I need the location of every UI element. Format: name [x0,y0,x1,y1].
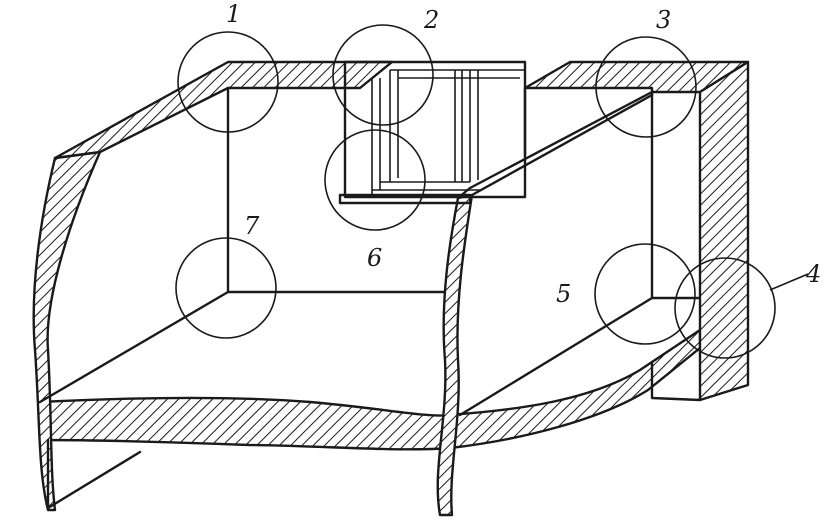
callout-label-2: 2 [423,6,439,34]
callout-label-4: 4 [805,260,821,288]
callout-circle-3 [595,36,697,138]
left-room-floor-corner [38,290,230,404]
window [338,60,527,205]
left-wall-top [53,60,394,160]
callout-label-1: 1 [226,0,241,28]
floor-slab [38,328,702,451]
callout-circle-1 [177,31,279,133]
right-room-floor-corner [458,296,654,417]
callout-circle-7 [175,237,277,339]
partition-wall [436,193,474,517]
right-room-back-wall [650,90,702,300]
right-wall-base [650,360,702,402]
callout-circle-6 [324,129,426,231]
callout-label-6: 6 [367,244,382,272]
right-outer-wall [698,60,750,402]
callout-label-5: 5 [556,280,571,308]
callout-leader-4 [769,273,809,291]
left-outer-wall [32,150,102,512]
callout-label-7: 7 [244,212,260,240]
callout-circle-5 [594,243,696,345]
callout-circle-4 [674,257,776,359]
left-support-base [46,438,142,510]
callout-label-3: 3 [656,6,671,34]
callout-circle-2 [332,24,434,126]
partition-top [456,90,654,200]
